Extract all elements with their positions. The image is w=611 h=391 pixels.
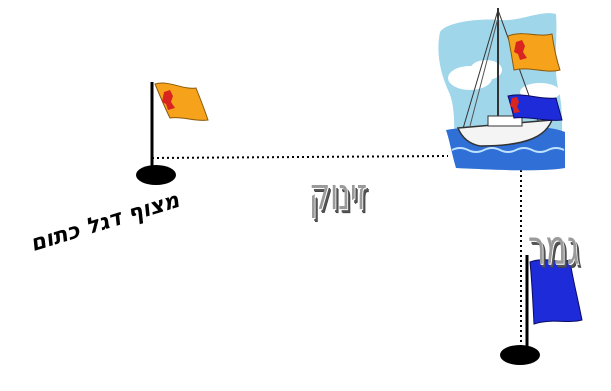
sailboat-icon <box>438 8 565 170</box>
finish-label: גמר <box>528 213 593 283</box>
start-label: זינוק <box>297 165 380 225</box>
orange-flag-icon <box>155 83 208 120</box>
buoy-icon <box>500 345 540 365</box>
start-buoy <box>136 82 208 185</box>
start-line <box>152 156 448 158</box>
